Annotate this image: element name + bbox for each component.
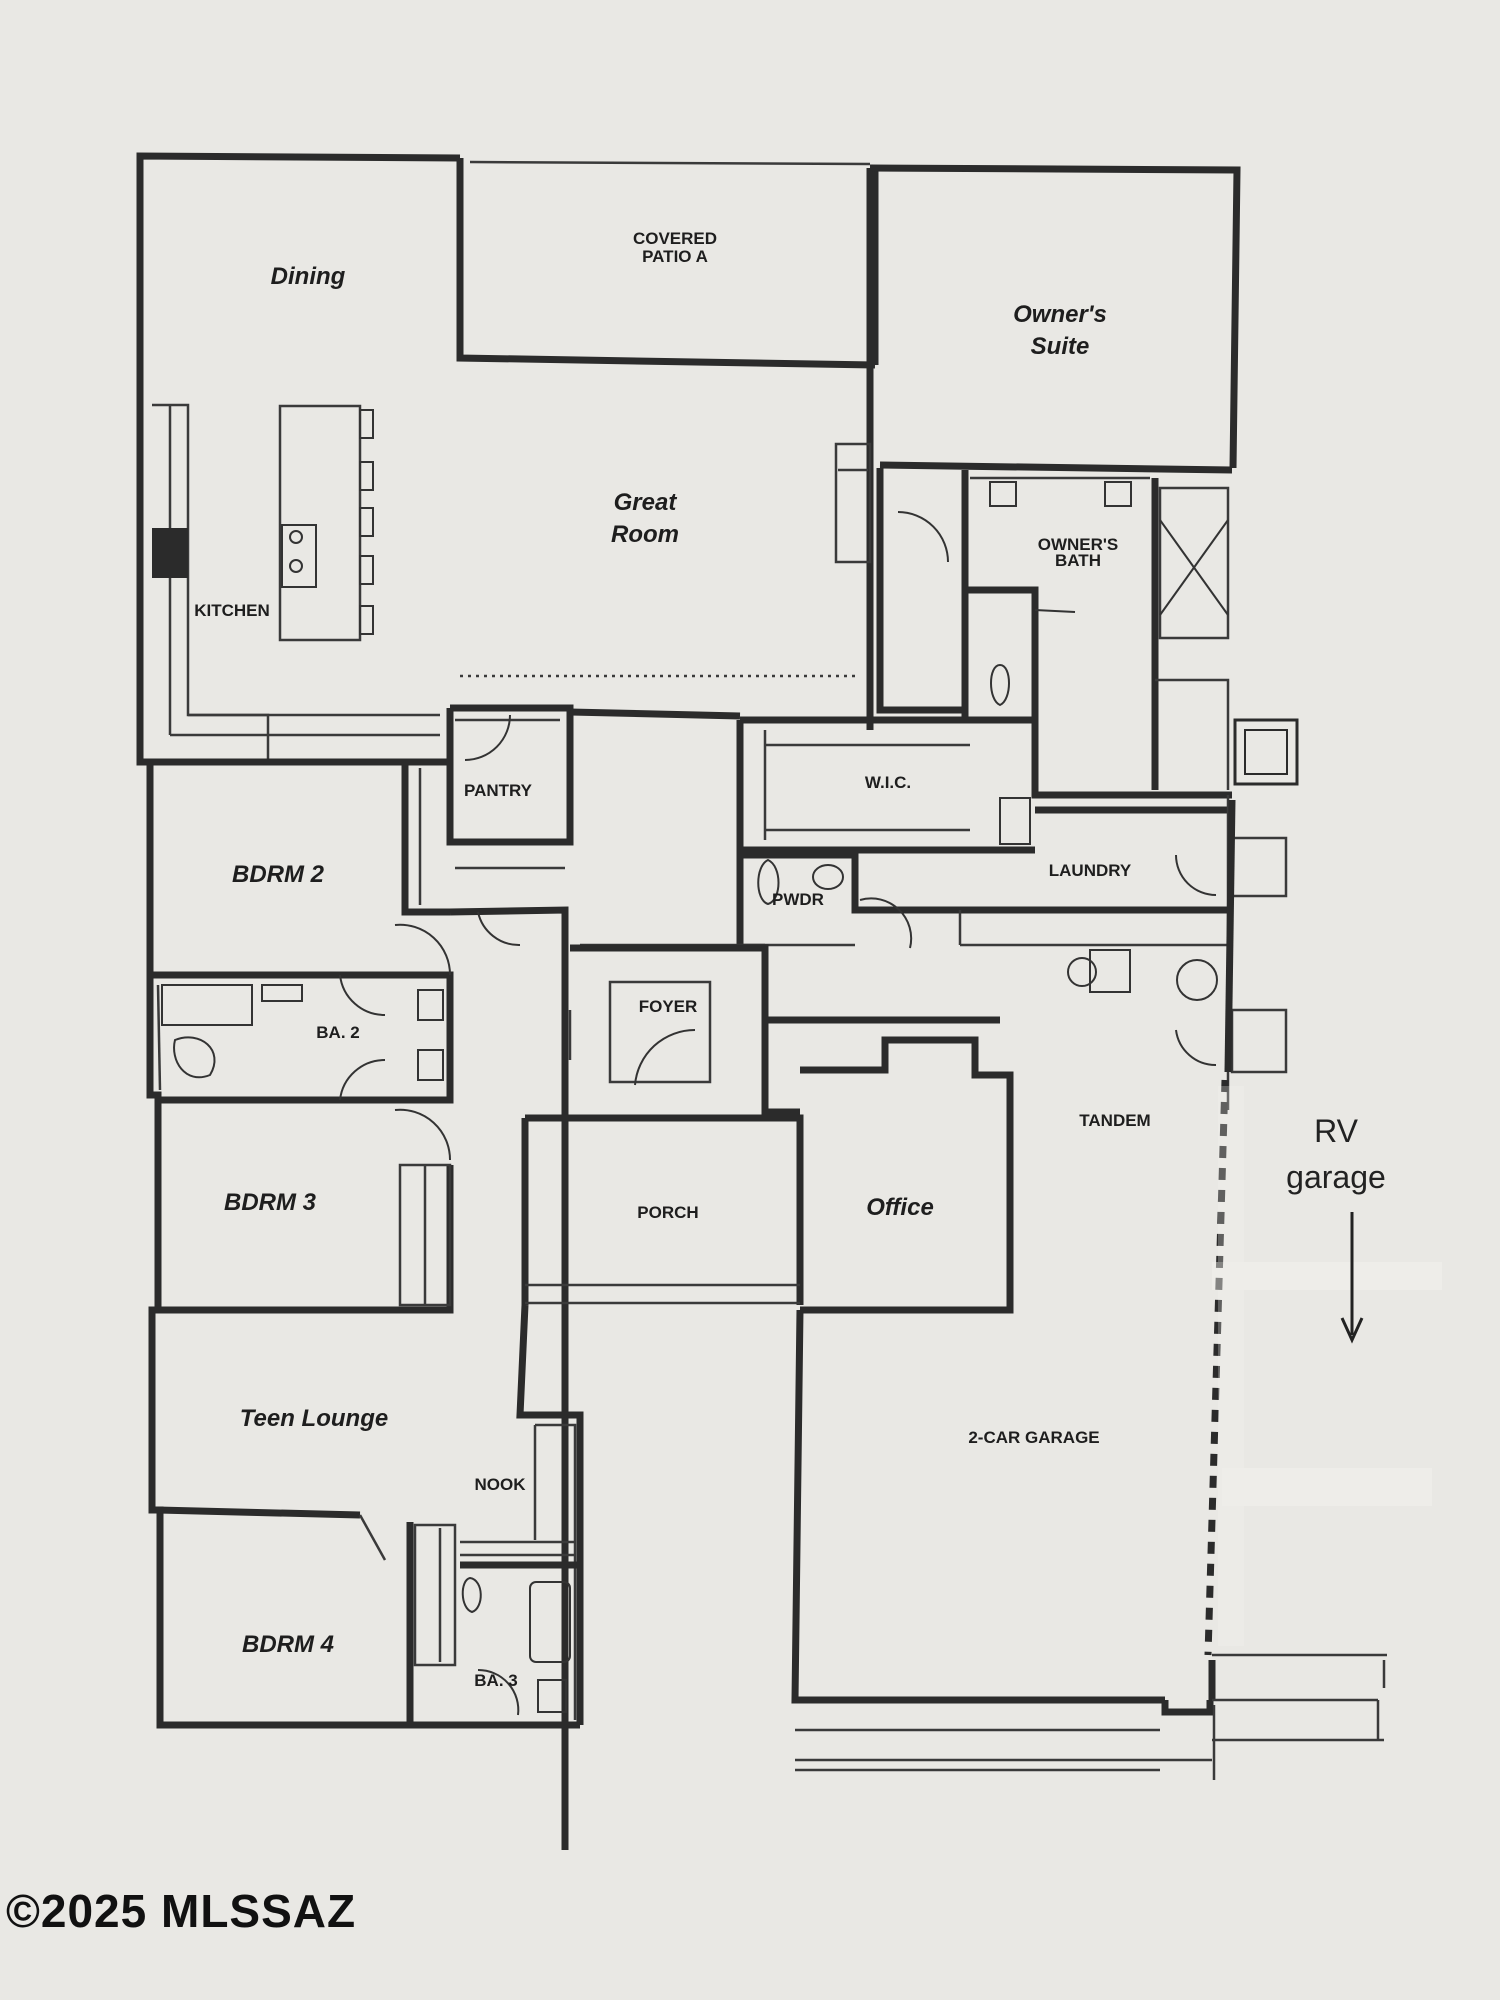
toilet-icon (173, 1036, 216, 1079)
label-laundry: LAUNDRY (1049, 861, 1132, 880)
fireplace (834, 442, 872, 564)
bathtub-icon (529, 1581, 571, 1663)
rv-garage-dashed-wall (1204, 1079, 1229, 1656)
label-nook: NOOK (475, 1475, 527, 1494)
label-owners-suite-1: Owner's (1013, 301, 1107, 328)
label-bdrm3: BDRM 3 (224, 1189, 317, 1216)
label-wic: W.I.C. (865, 773, 911, 792)
label-bdrm2: BDRM 2 (232, 861, 325, 888)
ac-unit (1233, 718, 1299, 786)
label-great-room-1: Great (614, 489, 678, 516)
bar-stools (359, 409, 374, 635)
shower-icon (1158, 486, 1230, 640)
label-owners-bath-1: OWNER'S (1038, 535, 1119, 554)
sink-icon (281, 524, 317, 588)
exterior-walls (136, 152, 1241, 1729)
bdrm3-block (152, 1108, 569, 1850)
owners-bath-block (876, 468, 1299, 790)
label-tandem: TANDEM (1079, 1111, 1150, 1130)
teen-lounge-bdrm4-block (157, 1411, 580, 1725)
label-office: Office (866, 1194, 934, 1221)
label-foyer: FOYER (639, 997, 698, 1016)
dryer-icon (1176, 959, 1218, 1001)
label-owners-suite-2: Suite (1031, 333, 1090, 360)
label-porch: PORCH (637, 1203, 698, 1222)
label-covered-patio-2: PATIO A (642, 247, 708, 266)
bdrm2-ba2-block (150, 923, 454, 1104)
label-2-car-garage: 2-CAR GARAGE (968, 1428, 1099, 1447)
label-great-room-2: Room (611, 521, 679, 548)
sink-icon (812, 864, 844, 890)
label-pantry: PANTRY (464, 781, 533, 800)
label-owners-bath-2: BATH (1055, 551, 1101, 570)
range-hood (152, 528, 188, 578)
toilet-icon (757, 858, 780, 906)
label-teen-lounge: Teen Lounge (240, 1405, 388, 1432)
toilet-icon (461, 1576, 482, 1614)
label-pwdr: PWDR (772, 890, 824, 909)
label-covered-patio-1: COVERED (633, 229, 717, 248)
foyer (568, 980, 712, 1086)
water-heater-icon (1067, 957, 1097, 987)
label-ba2: BA. 2 (316, 1023, 359, 1042)
tape-marks (1212, 1086, 1442, 1646)
rv-annotation-line2: garage (1286, 1159, 1386, 1195)
label-dining: Dining (271, 263, 346, 290)
label-bdrm4: BDRM 4 (242, 1631, 334, 1658)
rv-annotation-line1: RV (1314, 1113, 1359, 1149)
copyright-watermark: ©2025 MLSSAZ (6, 1885, 357, 1937)
hall-pantry-block (401, 704, 1000, 1116)
bathtub-icon (161, 984, 253, 1026)
office-garage-block (791, 1036, 1387, 1780)
label-ba3: BA. 3 (474, 1671, 517, 1690)
toilet-icon (990, 663, 1010, 707)
washer-icon (1089, 949, 1131, 993)
rv-arrow-icon (1340, 1212, 1364, 1344)
label-kitchen: KITCHEN (194, 601, 270, 620)
